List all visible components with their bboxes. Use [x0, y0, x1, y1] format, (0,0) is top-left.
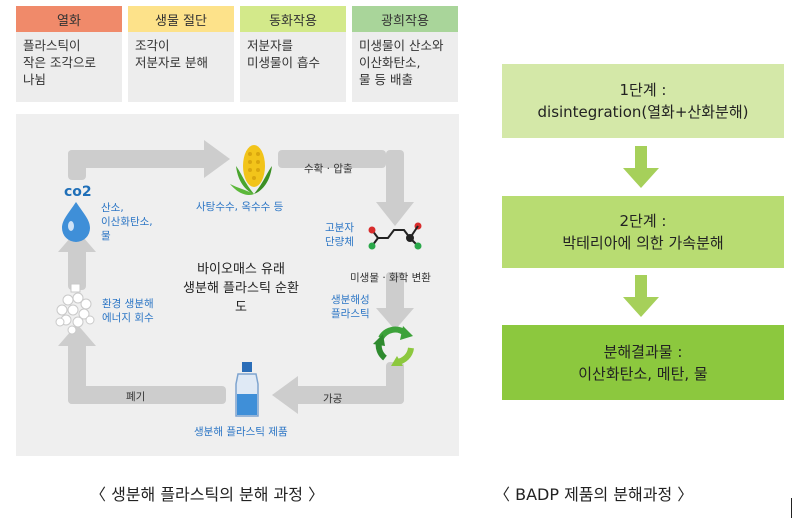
step-description: 박테리아에 의한 가속분해 [562, 234, 724, 252]
microbe-label: 미생물 · 화학 변환 [350, 272, 431, 284]
disposal-label: 폐기 [126, 391, 146, 403]
stage-card-mineralization: 광희작용 미생물이 산소와 이산화탄소, 물 등 배출 [352, 6, 458, 102]
stage-description: 플라스틱이 작은 조각으로 나뉨 [16, 32, 122, 102]
arrow-down-icon [623, 146, 659, 188]
arrowhead-right-icon [204, 140, 230, 178]
arrowhead-down-icon [376, 202, 414, 226]
cycle-arrow-left-lower [68, 342, 86, 404]
step-description: disintegration(열화+산화분해) [537, 103, 749, 121]
right-caption: 〈 BADP 제품의 분해과정 〉 [494, 485, 694, 504]
step-title: 2단계 : [619, 212, 667, 230]
biomass-cycle-diagram: co2 산소, 이산화탄소, 물 사탕수수, 옥수수 등 수확 · 압출 고분자… [16, 114, 459, 456]
stage-description: 저분자를 미생물이 흡수 [240, 32, 346, 102]
stage-label: 동화작용 [269, 13, 317, 29]
stage-label: 열화 [57, 13, 81, 29]
cycle-arrow-top-left [68, 150, 208, 168]
badp-step-3: 분해결과물 : 이산화탄소, 메탄, 물 [502, 325, 784, 400]
monomer-label: 고분자 단량체 [325, 222, 354, 248]
arrow-down-icon [623, 275, 659, 317]
stage-card-degradation: 열화 플라스틱이 작은 조각으로 나뉨 [16, 6, 122, 102]
crop-label: 사탕수수, 옥수수 등 [196, 201, 284, 213]
step-title: 1단계 : [619, 81, 667, 99]
stage-header: 광희작용 [352, 6, 458, 32]
cycle-arrow-bottom-left [68, 386, 226, 404]
stage-label: 광희작용 [381, 13, 429, 29]
stage-card-assimilation: 동화작용 저분자를 미생물이 흡수 [240, 6, 346, 102]
badp-step-1: 1단계 : disintegration(열화+산화분해) [502, 64, 784, 138]
cycle-arrow-top-right [278, 150, 386, 168]
co2-label: co2 [64, 184, 92, 200]
degraded-bottle-icon [55, 283, 95, 335]
molecule-icon [368, 222, 422, 250]
step-description: 이산화탄소, 메탄, 물 [578, 364, 708, 383]
corn-icon [230, 145, 272, 195]
processing-label: 가공 [323, 393, 343, 405]
cycle-arrow-bottom-right [294, 386, 404, 404]
cycle-arrow-left-upper [68, 246, 86, 290]
harvest-label: 수확 · 압출 [304, 163, 353, 175]
arrowhead-left-icon [272, 376, 298, 414]
stage-card-bio-cutting: 생물 절단 조각이 저분자로 분해 [128, 6, 234, 102]
cycle-arrows [58, 140, 414, 414]
stage-header: 열화 [16, 6, 122, 32]
stage-description: 미생물이 산소와 이산화탄소, 물 등 배출 [352, 32, 458, 102]
water-drop-icon [62, 202, 90, 242]
stage-header: 생물 절단 [128, 6, 234, 32]
water-label: 산소, 이산화탄소, 물 [101, 202, 153, 242]
stage-description: 조각이 저분자로 분해 [128, 32, 234, 102]
stage-header: 동화작용 [240, 6, 346, 32]
bottle-icon [235, 362, 259, 417]
step-title: 분해결과물 : [603, 342, 683, 361]
badp-step-2: 2단계 : 박테리아에 의한 가속분해 [502, 196, 784, 268]
cycle-title: 바이오매스 유래 생분해 플라스틱 순환도 [183, 262, 299, 315]
arrowhead-down-icon [376, 308, 414, 330]
divider [791, 498, 792, 518]
left-caption: 〈 생분해 플라스틱의 분해 과정 〉 [90, 485, 325, 504]
stage-label: 생물 절단 [155, 13, 207, 29]
product-label: 생분해 플라스틱 제품 [194, 426, 288, 438]
energy-label: 환경 생분해 에너지 회수 [102, 298, 154, 324]
cycle-arrow-left-top [68, 150, 86, 180]
arrowhead-up-icon [58, 324, 96, 346]
recycle-icon [373, 326, 414, 366]
cycle-graphics [55, 140, 422, 417]
cycle-arrow-right-upper [386, 150, 404, 206]
plastic-label: 생분해성 플라스틱 [331, 294, 370, 320]
cycle-arrow-right-middle [386, 272, 404, 312]
